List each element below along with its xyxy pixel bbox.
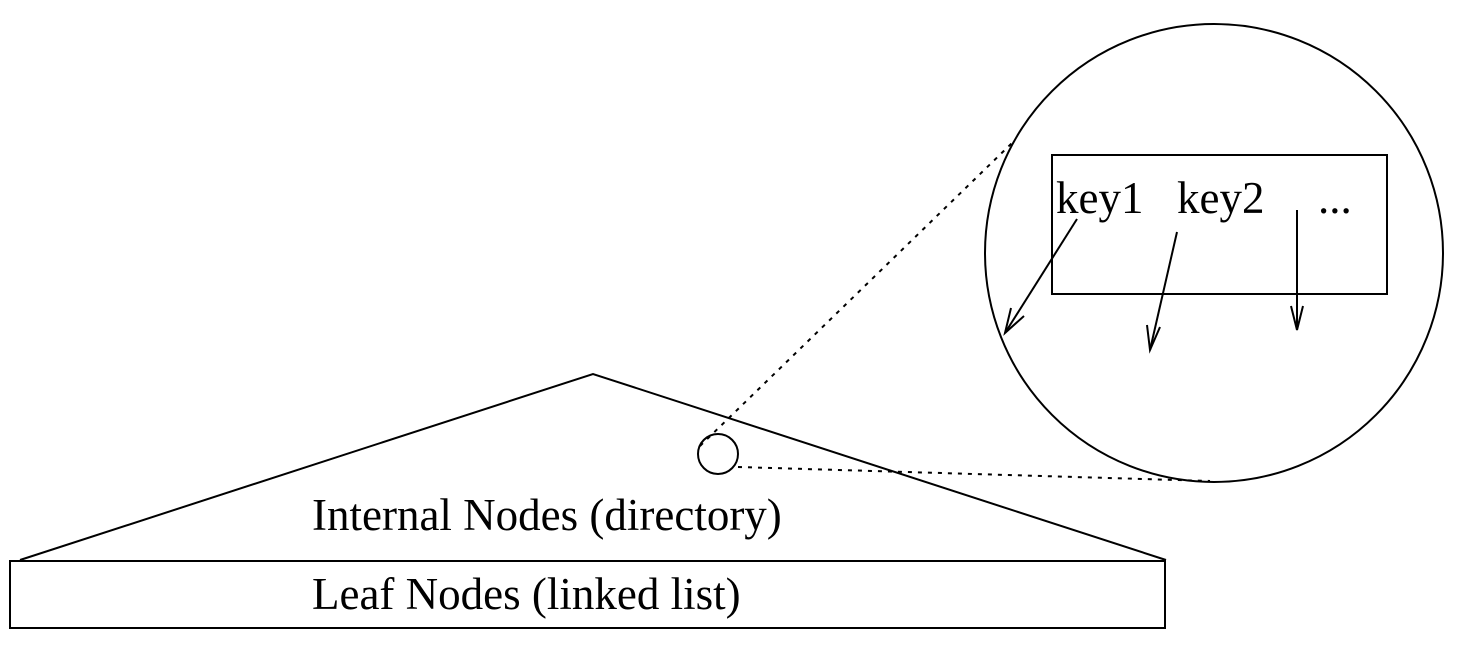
key2-label: key2 (1177, 173, 1264, 223)
pointer-arrow-3 (1290, 210, 1304, 331)
zoom-line-bottom (737, 466, 1211, 482)
leaf-nodes-label: Leaf Nodes (linked list) (312, 569, 741, 619)
ellipsis-label: ... (1318, 173, 1352, 223)
selected-node-marker (697, 433, 739, 475)
leaf-nodes-bar (9, 560, 1166, 629)
internal-nodes-triangle (19, 372, 1167, 561)
key1-label: key1 (1056, 173, 1143, 223)
pointer-arrow-1 (1003, 218, 1078, 336)
pointer-arrow-2 (1146, 231, 1178, 354)
zoom-magnifier-circle (984, 23, 1444, 483)
zoom-line-top (699, 142, 1013, 447)
internal-nodes-label: Internal Nodes (directory) (312, 490, 782, 540)
internal-node-box (1051, 154, 1388, 295)
